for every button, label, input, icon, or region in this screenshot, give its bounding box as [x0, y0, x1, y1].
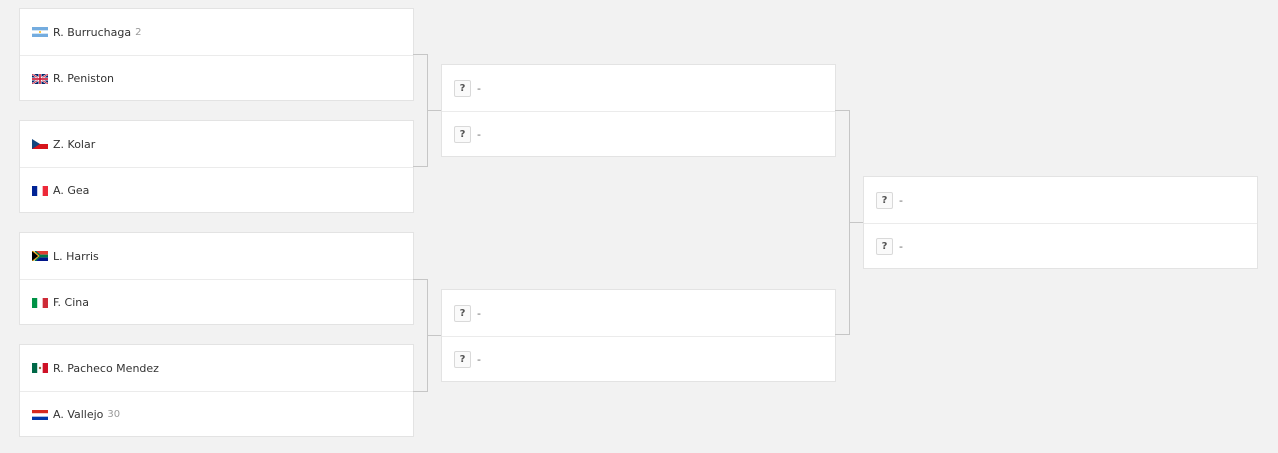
player-name: A. Gea	[53, 184, 90, 197]
match-r3-1[interactable]: ? - ? -	[863, 176, 1258, 269]
mexico-flag-icon	[32, 363, 48, 373]
unknown-player-badge: ?	[454, 304, 471, 322]
paraguay-flag-icon	[32, 409, 48, 420]
match-r1-4[interactable]: R. Pacheco Mendez A. Vallejo 30	[19, 344, 414, 437]
player-name: Z. Kolar	[53, 137, 96, 151]
unknown-player-badge: ?	[454, 351, 471, 368]
match-r2-1[interactable]: ? - ? -	[441, 64, 836, 157]
player-name: A. Vallejo	[53, 408, 104, 421]
match-r1-2[interactable]: Z. Kolar A. Gea	[19, 120, 414, 213]
player-name: R. Pacheco Mendez	[53, 361, 159, 375]
bracket-connector	[413, 279, 428, 392]
player-row[interactable]: ? -	[442, 65, 835, 111]
player-name: -	[477, 353, 481, 366]
player-row[interactable]: ? -	[442, 111, 835, 157]
player-seed: 30	[107, 409, 121, 420]
player-name: L. Harris	[53, 249, 99, 263]
player-row[interactable]: ? -	[864, 223, 1257, 269]
match-r2-2[interactable]: ? - ? -	[441, 289, 836, 382]
match-r1-1[interactable]: R. Burruchaga 2 R. Peniston	[19, 8, 414, 101]
match-r1-3[interactable]: L. Harris F. Cina	[19, 232, 414, 325]
bracket-connector-tick	[428, 110, 441, 111]
south-africa-flag-icon	[32, 251, 48, 261]
france-flag-icon	[32, 185, 48, 196]
player-name: -	[477, 306, 481, 320]
unknown-player-badge: ?	[876, 191, 893, 209]
player-row[interactable]: R. Pacheco Mendez	[20, 345, 413, 391]
uk-flag-icon	[32, 73, 48, 84]
player-row[interactable]: A. Vallejo 30	[20, 391, 413, 437]
bracket-connector-tick	[428, 335, 441, 336]
player-row[interactable]: ? -	[442, 336, 835, 382]
player-row[interactable]: ? -	[442, 290, 835, 336]
player-name: R. Burruchaga	[53, 25, 132, 39]
player-row[interactable]: R. Peniston	[20, 55, 413, 101]
player-row[interactable]: F. Cina	[20, 279, 413, 325]
player-row[interactable]: Z. Kolar	[20, 121, 413, 167]
czech-flag-icon	[32, 139, 48, 149]
unknown-player-badge: ?	[876, 238, 893, 255]
player-row[interactable]: ? -	[864, 177, 1257, 223]
player-name: F. Cina	[53, 296, 90, 309]
player-row[interactable]: A. Gea	[20, 167, 413, 213]
bracket-connector	[413, 54, 428, 167]
unknown-player-badge: ?	[454, 126, 471, 143]
argentina-flag-icon	[32, 27, 48, 37]
italy-flag-icon	[32, 297, 48, 308]
player-name: -	[477, 81, 481, 95]
player-name: R. Peniston	[53, 72, 115, 85]
bracket-connector-tick	[850, 222, 863, 223]
player-seed: 2	[135, 26, 142, 38]
bracket-connector	[835, 110, 850, 335]
player-row[interactable]: L. Harris	[20, 233, 413, 279]
unknown-player-badge: ?	[454, 79, 471, 97]
player-name: -	[899, 193, 903, 207]
player-name: -	[477, 128, 481, 141]
player-name: -	[899, 240, 903, 253]
player-row[interactable]: R. Burruchaga 2	[20, 9, 413, 55]
